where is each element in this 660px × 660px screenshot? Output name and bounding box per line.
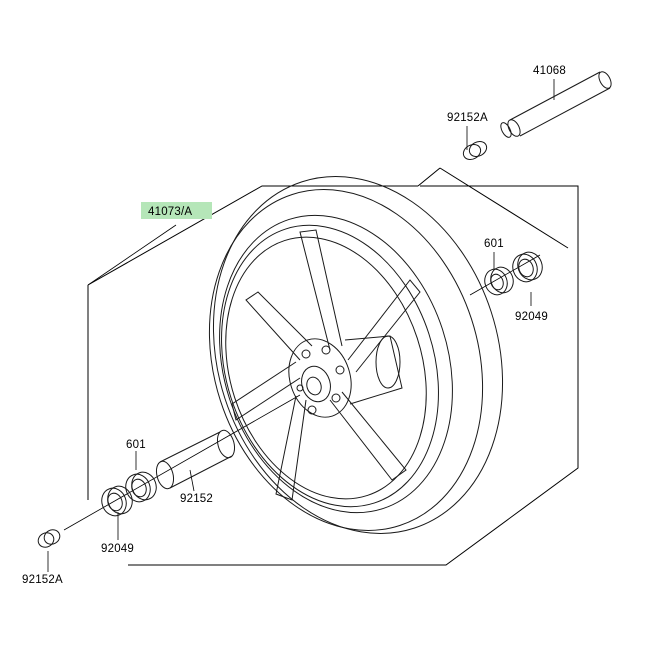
- bearing-left-part: [125, 471, 157, 503]
- label-spacer[interactable]: 92152: [180, 493, 213, 505]
- seal-right-part: [512, 251, 543, 283]
- leader-lines: [47, 79, 555, 572]
- label-bearing-left[interactable]: 601: [126, 439, 146, 451]
- collar-bottom-part: [37, 529, 61, 548]
- label-seal-right[interactable]: 92049: [515, 311, 548, 323]
- label-seal-left[interactable]: 92049: [101, 543, 134, 555]
- bearing-right-part: [484, 266, 514, 296]
- spacer-part: [155, 429, 236, 490]
- seal-left-part: [101, 485, 133, 517]
- label-collar-bottom[interactable]: 92152A: [22, 574, 63, 586]
- collar-top-part: [462, 141, 488, 160]
- label-axle[interactable]: 41068: [533, 65, 566, 77]
- axle-part: [500, 71, 612, 138]
- label-collar-top[interactable]: 92152A: [447, 112, 488, 124]
- assembly-frame: [87, 167, 579, 566]
- label-wheel[interactable]: 41073/A: [148, 206, 192, 218]
- wheel-part: [208, 176, 504, 534]
- label-bearing-right[interactable]: 601: [484, 238, 504, 250]
- wheel-label-highlight: [141, 202, 212, 219]
